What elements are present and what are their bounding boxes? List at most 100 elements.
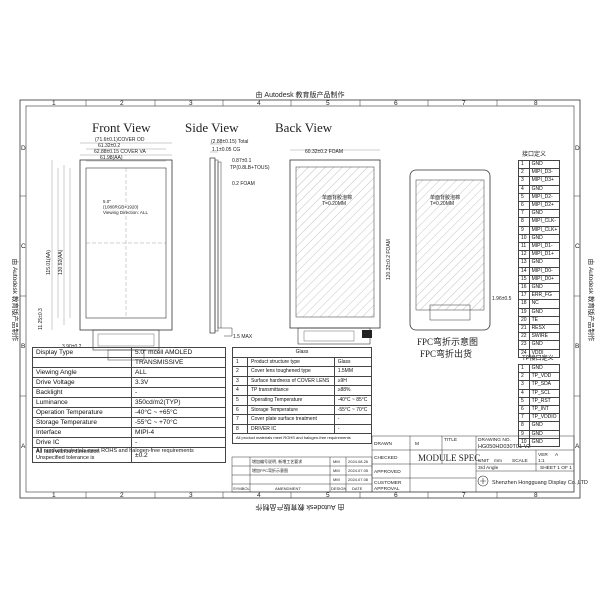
company-name: Shenzhen Hongguang Display Co.,LTD bbox=[492, 480, 588, 486]
pin-name: TP_VDDIO bbox=[528, 413, 560, 423]
glass-footer: All product materials meet ROHS and halo… bbox=[232, 433, 372, 444]
watermark-right: 由 Autodesk 教育版产品制作 bbox=[587, 259, 596, 342]
row-label: A bbox=[575, 443, 580, 450]
glass-value: - bbox=[333, 414, 373, 425]
pin-number: 4 bbox=[518, 184, 530, 194]
pin-name: MIPI_D2+ bbox=[528, 201, 561, 211]
spec-label: Interface bbox=[32, 427, 132, 438]
pin-name: TP_SCL bbox=[528, 388, 560, 398]
front-outline bbox=[79, 159, 173, 331]
spec-label: Viewing Angle bbox=[32, 367, 132, 378]
ver: A bbox=[555, 452, 559, 458]
dim: (71.6±0.1)COVER OD bbox=[95, 137, 145, 143]
table-row: Storage Temperature-55°C ~ +70°C bbox=[32, 417, 226, 428]
back-view-title: Back View bbox=[275, 120, 333, 135]
col-label: 6 bbox=[394, 492, 398, 499]
outer-frame bbox=[19, 99, 581, 499]
dim: 1.96±0.5 bbox=[492, 296, 512, 302]
dim: 11.25±0.3 bbox=[38, 308, 44, 330]
glass-value: 1.5MM bbox=[333, 366, 373, 377]
glass-value: -55°C ~ 70°C bbox=[333, 404, 373, 416]
pin-name: MIPI_CLK- bbox=[528, 217, 561, 227]
pin-name: RESX bbox=[528, 324, 561, 334]
tp-pin-table-title: TP接口定义 bbox=[522, 354, 554, 362]
pin-number: 18 bbox=[518, 299, 530, 309]
spec-label: Drive Voltage bbox=[32, 377, 132, 388]
pin-number: 10 bbox=[518, 233, 530, 244]
pin-number: 21 bbox=[518, 324, 530, 334]
col-label: 4 bbox=[257, 100, 261, 107]
pin-name: GND bbox=[528, 258, 561, 268]
pin-number: 2 bbox=[518, 372, 530, 382]
col-label: 5 bbox=[326, 492, 330, 499]
col-label: 1 bbox=[52, 100, 56, 107]
pin-name: GND bbox=[528, 340, 561, 350]
spec-label: Backlight bbox=[32, 387, 132, 398]
col-label: 1 bbox=[52, 492, 56, 499]
pin-name: TP_INT bbox=[528, 405, 560, 415]
spec-label: Luminance bbox=[32, 397, 132, 408]
column-labels: 1 2 3 4 5 6 7 8 1 2 3 4 5 6 7 8 D C B A … bbox=[21, 100, 580, 499]
front-fpc-inner bbox=[97, 333, 155, 347]
glass-item: Surface hardness of COVER LENS bbox=[247, 375, 335, 387]
pin-number: 24 bbox=[518, 348, 530, 358]
rev-design: MM bbox=[333, 477, 340, 482]
pin-number: 13 bbox=[518, 258, 530, 268]
drawing-no-label: DRAWING NO. bbox=[478, 437, 511, 443]
dim: 130.92(AA) bbox=[58, 249, 64, 275]
glass-header: Glass bbox=[232, 347, 372, 358]
row-label: A bbox=[21, 443, 26, 450]
pin-number: 11 bbox=[518, 242, 530, 252]
pin-number: 2 bbox=[518, 168, 530, 178]
glass-item: Operating Temperature bbox=[247, 394, 335, 406]
pin-name: MIPI_D3- bbox=[528, 168, 561, 178]
pin-number: 20 bbox=[518, 315, 530, 326]
pin-number: 8 bbox=[518, 217, 530, 227]
spec-value: -40°C ~ +65°C bbox=[131, 407, 226, 418]
approved-label: APPROVED bbox=[374, 469, 401, 475]
dim: 0.2 FOAM bbox=[232, 181, 255, 187]
pin-number: 7 bbox=[518, 209, 530, 219]
dim: 1.1±0.05 CG bbox=[212, 147, 240, 153]
rev-date: 2024.07.08 bbox=[348, 477, 369, 482]
pin-name: GND bbox=[528, 421, 560, 431]
pin-name: MIPI_D0- bbox=[528, 266, 561, 276]
col-label: 6 bbox=[394, 100, 398, 107]
dim: TP(0.8LB+TOUS) bbox=[230, 165, 270, 171]
scale-label: SCALE bbox=[512, 458, 528, 464]
spec-label: Drive IC bbox=[32, 437, 132, 448]
title-label: TITLE bbox=[444, 437, 457, 443]
checked-label: CHECKED bbox=[374, 455, 398, 461]
pin-name: GND bbox=[528, 437, 560, 448]
pin-name: GND bbox=[528, 307, 561, 317]
pin-name: MIPI_D2- bbox=[528, 192, 561, 203]
spec-value: 350cd/m2(TYP) bbox=[131, 397, 226, 408]
pin-number: 1 bbox=[518, 363, 530, 374]
fpc-caption: FPC弯折出货 bbox=[420, 348, 472, 359]
table-row: All radii without dimension Unspecified … bbox=[32, 447, 226, 463]
pin-number: 9 bbox=[518, 429, 530, 439]
pin-number: 5 bbox=[518, 192, 530, 203]
table-row: Glass bbox=[232, 347, 372, 358]
table-row: Operation Temperature-40°C ~ +65°C bbox=[32, 407, 226, 418]
